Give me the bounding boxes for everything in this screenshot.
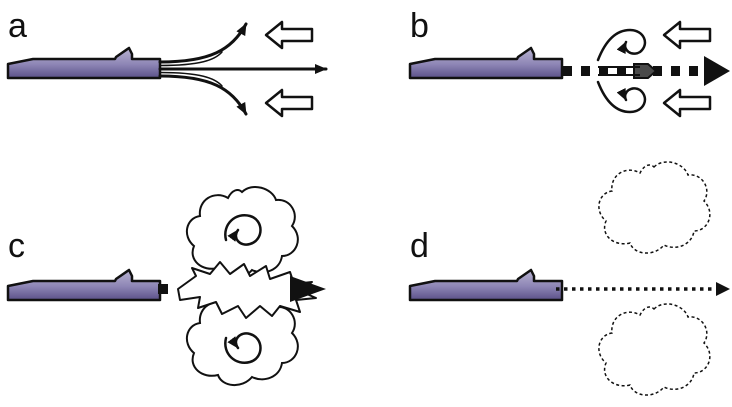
flow-arrow-icon — [290, 276, 326, 302]
dashed-jet — [563, 56, 730, 86]
panel-label-b: b — [410, 7, 429, 45]
panel-d: d — [408, 161, 730, 396]
panel-a: a — [6, 7, 328, 118]
flow-arrow-icon — [704, 56, 730, 86]
nozzle-tube-icon — [6, 268, 162, 302]
panel-label-d: d — [410, 227, 429, 265]
nozzle-tube-icon — [408, 268, 564, 302]
flow-arrow-icon — [716, 282, 730, 296]
panel-label-a: a — [8, 7, 27, 45]
swirl-vortex-icon — [596, 80, 647, 114]
swirl-vortex-icon — [224, 332, 262, 365]
nozzle-tube-icon — [408, 46, 564, 80]
flow-arrow-icon — [158, 74, 248, 116]
flow-arrow-icon — [158, 22, 248, 64]
swirl-vortex-icon — [224, 213, 262, 246]
swirl-vortex-icon — [596, 28, 647, 62]
panel-c: c — [6, 185, 326, 387]
hollow-arrow-icon — [662, 20, 712, 50]
cloud-icon — [598, 161, 711, 254]
nozzle-tube-icon — [6, 46, 162, 80]
panel-b: b — [408, 7, 730, 118]
hollow-arrow-icon — [264, 88, 314, 118]
hollow-arrow-icon — [662, 88, 712, 118]
cloud-icon — [598, 303, 711, 396]
hollow-arrow-icon — [264, 20, 314, 50]
panel-label-c: c — [8, 227, 25, 265]
jet-flow-lines — [158, 22, 328, 116]
jet-segment — [158, 284, 168, 294]
